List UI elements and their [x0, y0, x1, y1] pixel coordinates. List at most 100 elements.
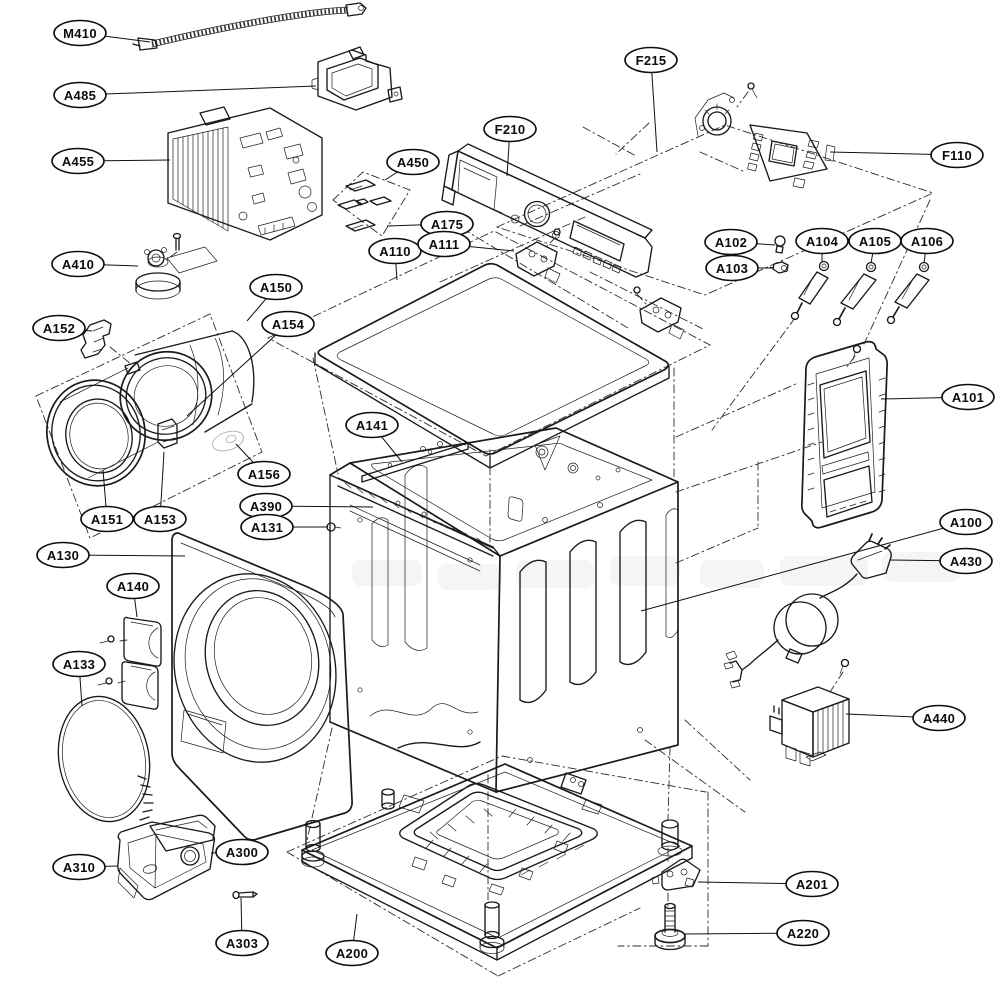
diagram-line [257, 216, 296, 236]
callout-a310: A310 [52, 853, 119, 881]
callout-label: A111 [429, 237, 460, 252]
part-top-plate-a110 [267, 230, 711, 469]
part-dispenser-a300-a310 [117, 814, 216, 901]
diagram-line [552, 231, 560, 239]
diagram-line [838, 307, 846, 320]
diagram-line [774, 235, 786, 247]
diagram-line [117, 821, 216, 901]
callout-label: A103 [716, 261, 748, 276]
callout-a101: A101 [880, 383, 995, 411]
callout-label: F210 [495, 122, 526, 137]
diagram-line [569, 220, 625, 262]
diagram-line [352, 560, 422, 586]
diagram-line [467, 729, 473, 735]
callout-a154: A154 [186, 310, 315, 417]
callout-label: A110 [379, 244, 411, 259]
diagram-line [772, 261, 789, 274]
callout-label: A100 [950, 515, 982, 530]
diagram-line [729, 660, 751, 683]
diagram-line [393, 91, 399, 97]
diagram-line [427, 449, 433, 455]
diagram-line [544, 267, 561, 284]
diagram-line [581, 799, 603, 815]
callout-label: A440 [923, 711, 955, 726]
diagram-line [457, 159, 503, 214]
diagram-line [781, 686, 850, 713]
callout-a303: A303 [215, 897, 269, 957]
part-gasket-ring-a153 [119, 350, 213, 449]
diagram-line [99, 640, 109, 644]
diagram-line [212, 430, 244, 452]
diagram-line [840, 273, 877, 310]
part-top-frame-f215 [495, 122, 935, 296]
callout-a153: A153 [133, 451, 187, 533]
callout-m410: M410 [53, 19, 151, 47]
diagram-line [792, 144, 836, 189]
diagram-line [147, 256, 169, 268]
callout-label: F110 [942, 148, 972, 163]
diagram-line [700, 560, 764, 588]
diagram-line [818, 260, 830, 272]
diagram-line [381, 788, 395, 796]
diagram-line [421, 511, 427, 517]
diagram-line [694, 92, 735, 137]
diagram-line [345, 2, 367, 17]
diagram-line [576, 224, 621, 246]
diagram-line [528, 250, 536, 258]
callout-bubble [785, 870, 839, 898]
diagram-line [702, 106, 732, 136]
part-base-a200 [286, 755, 707, 977]
diagram-line [35, 2, 935, 977]
diagram-line [349, 185, 363, 191]
diagram-line [510, 214, 520, 224]
diagram-line [668, 323, 685, 340]
callout-bubble [704, 228, 758, 256]
diagram-line [796, 302, 803, 314]
part-front-brace-a390 [337, 477, 494, 572]
callout-label: A175 [431, 217, 463, 232]
diagram-line [437, 441, 443, 447]
diagram-line [829, 500, 867, 513]
diagram-line [151, 253, 161, 263]
diagram-line [651, 875, 695, 888]
diagram-line [135, 280, 181, 300]
diagram-line [553, 228, 561, 236]
diagram-line [399, 782, 598, 881]
diagram-line [572, 246, 622, 274]
diagram-line [850, 540, 892, 579]
part-seal-a156 [212, 430, 244, 452]
diagram-line [495, 555, 501, 793]
callout-label: A156 [248, 467, 280, 482]
callout-a201: A201 [697, 870, 839, 898]
diagram-line [507, 496, 524, 522]
diagram-line [336, 277, 650, 437]
callout-leader-line [79, 85, 317, 96]
diagram-line [119, 350, 213, 442]
diagram-line [852, 344, 862, 354]
diagram-line [332, 171, 411, 237]
diagram-line [773, 601, 827, 655]
callout-a150: A150 [246, 273, 303, 322]
callout-leader-line [650, 59, 658, 153]
diagram-line [781, 699, 814, 758]
diagram-line [785, 593, 839, 647]
diagram-line [817, 700, 844, 756]
part-damper-a106 [886, 261, 930, 325]
callout-label: A150 [260, 280, 292, 295]
diagram-line [92, 326, 105, 353]
diagram-line [785, 745, 827, 767]
diagram-line [901, 278, 914, 300]
diagram-line [807, 377, 886, 493]
diagram-line [172, 232, 182, 240]
diagram-line [823, 465, 873, 518]
part-damper-a105 [832, 261, 877, 327]
diagram-line [371, 517, 389, 647]
diagram-line [657, 845, 683, 857]
diagram-line [61, 700, 147, 818]
diagram-line [97, 682, 107, 686]
diagram-line [769, 705, 783, 735]
diagram-line [749, 124, 828, 182]
diagram-line [665, 508, 679, 638]
diagram-line [349, 504, 481, 572]
